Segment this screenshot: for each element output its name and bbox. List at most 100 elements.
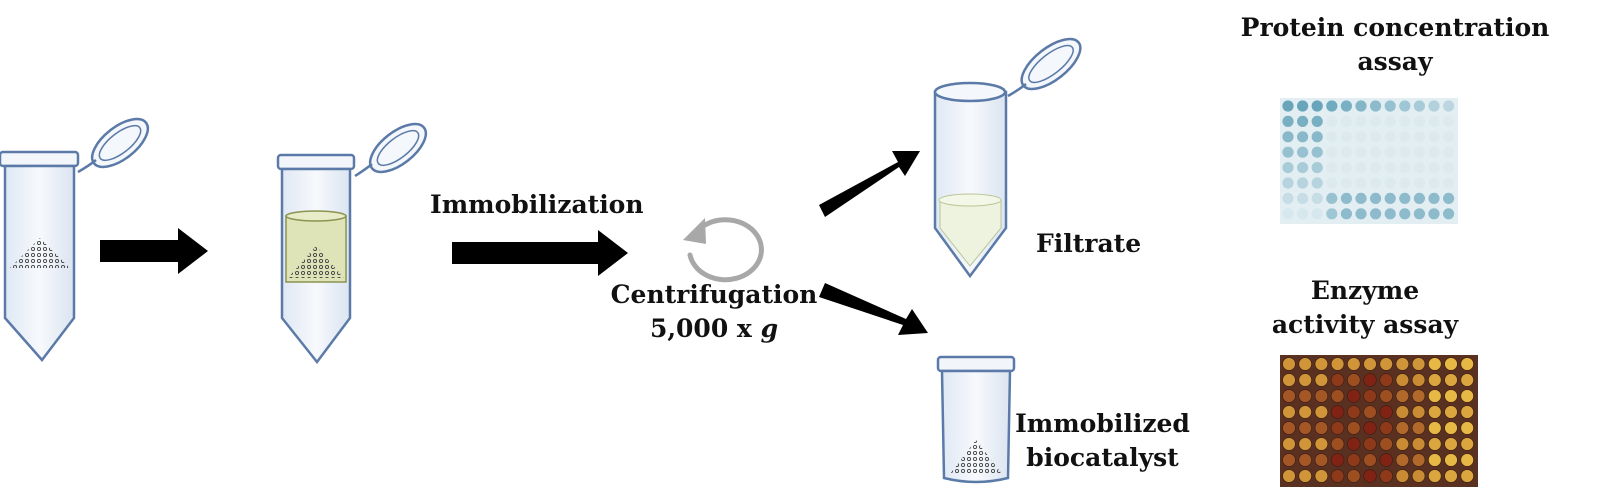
arrow-step-1 [100,228,208,274]
protein-well [1428,177,1440,189]
enzyme-well [1347,357,1361,371]
enzyme-well [1411,453,1426,467]
protein-well [1370,177,1382,189]
enzyme-well [1428,421,1442,435]
enzyme-well [1282,437,1296,451]
enzyme-well [1347,405,1361,419]
enzyme-well [1444,405,1458,419]
enzyme-well [1330,357,1345,371]
protein-well [1282,100,1294,112]
enzyme-well [1282,357,1296,371]
enzyme-well [1428,357,1442,371]
protein-well [1355,208,1367,220]
protein-well [1428,208,1440,220]
protein-well [1340,192,1352,204]
arrow-to-biocatalyst [819,283,928,335]
enzyme-well [1444,453,1458,467]
tube-with-carrier [0,117,150,362]
enzyme-well [1347,469,1361,483]
centrifugation-rotation-icon [683,217,764,283]
arrow-immobilization [452,230,628,276]
enzyme-well [1347,389,1361,403]
protein-well [1311,192,1323,204]
protein-well [1340,208,1352,220]
speed-value: 5,000 x [649,314,752,343]
protein-well [1340,115,1352,127]
enzyme-well [1282,389,1296,403]
enzyme-well [1314,453,1329,467]
enzyme-well [1379,469,1393,483]
enzyme-assay-plate [1280,355,1478,487]
enzyme-well [1347,437,1361,451]
protein-well [1282,162,1294,174]
protein-well [1340,131,1352,143]
enzyme-well [1460,421,1474,435]
protein-assay-line2: assay [1357,47,1433,76]
enzyme-well [1298,453,1312,467]
protein-well [1384,192,1396,204]
enzyme-well [1330,469,1345,483]
enzyme-well [1379,405,1393,419]
protein-well [1311,100,1323,112]
enzyme-well [1379,357,1393,371]
protein-well [1340,162,1352,174]
protein-well [1443,177,1455,189]
enzyme-well [1395,437,1410,451]
protein-well [1384,115,1396,127]
protein-well [1355,115,1367,127]
enzyme-well [1460,373,1474,387]
enzyme-well [1444,469,1458,483]
enzyme-well [1298,421,1312,435]
protein-well [1384,162,1396,174]
protein-well [1355,100,1367,112]
protein-well [1443,131,1455,143]
protein-well [1297,100,1309,112]
enzyme-well [1444,389,1458,403]
protein-well [1384,208,1396,220]
enzyme-well [1379,437,1393,451]
protein-well [1282,192,1294,204]
immobilized-line1: Immobilized [1015,409,1190,438]
enzyme-well [1347,453,1361,467]
enzyme-well [1298,357,1312,371]
centrifugation-speed: 5,000 x g [600,312,828,346]
protein-well [1326,192,1338,204]
protein-assay-title: Protein concentration assay [1240,11,1550,79]
protein-well [1384,177,1396,189]
protein-well [1297,208,1309,220]
protein-well [1370,192,1382,204]
protein-well [1413,100,1425,112]
enzyme-well [1330,405,1345,419]
protein-well [1399,192,1411,204]
enzyme-well [1298,389,1312,403]
protein-well [1311,115,1323,127]
enzyme-well [1363,421,1377,435]
enzyme-well [1282,373,1296,387]
protein-well [1355,131,1367,143]
enzyme-well [1298,437,1312,451]
enzyme-well [1347,421,1361,435]
enzyme-well [1395,389,1410,403]
enzyme-well [1282,405,1296,419]
filtrate-label: Filtrate [1036,229,1142,258]
protein-well [1399,208,1411,220]
enzyme-well [1460,357,1474,371]
enzyme-well [1314,373,1329,387]
protein-well [1297,131,1309,143]
tube-with-enzyme-solution [276,122,428,365]
enzyme-well [1411,357,1426,371]
protein-well [1340,146,1352,158]
protein-well [1384,100,1396,112]
protein-well [1326,131,1338,143]
arrow-to-filtrate [819,151,920,217]
enzyme-well [1347,373,1361,387]
enzyme-well [1379,453,1393,467]
protein-well [1370,208,1382,220]
protein-well [1282,177,1294,189]
protein-well [1282,115,1294,127]
protein-well [1297,177,1309,189]
enzyme-well [1395,469,1410,483]
protein-well [1326,162,1338,174]
enzyme-well [1363,405,1377,419]
